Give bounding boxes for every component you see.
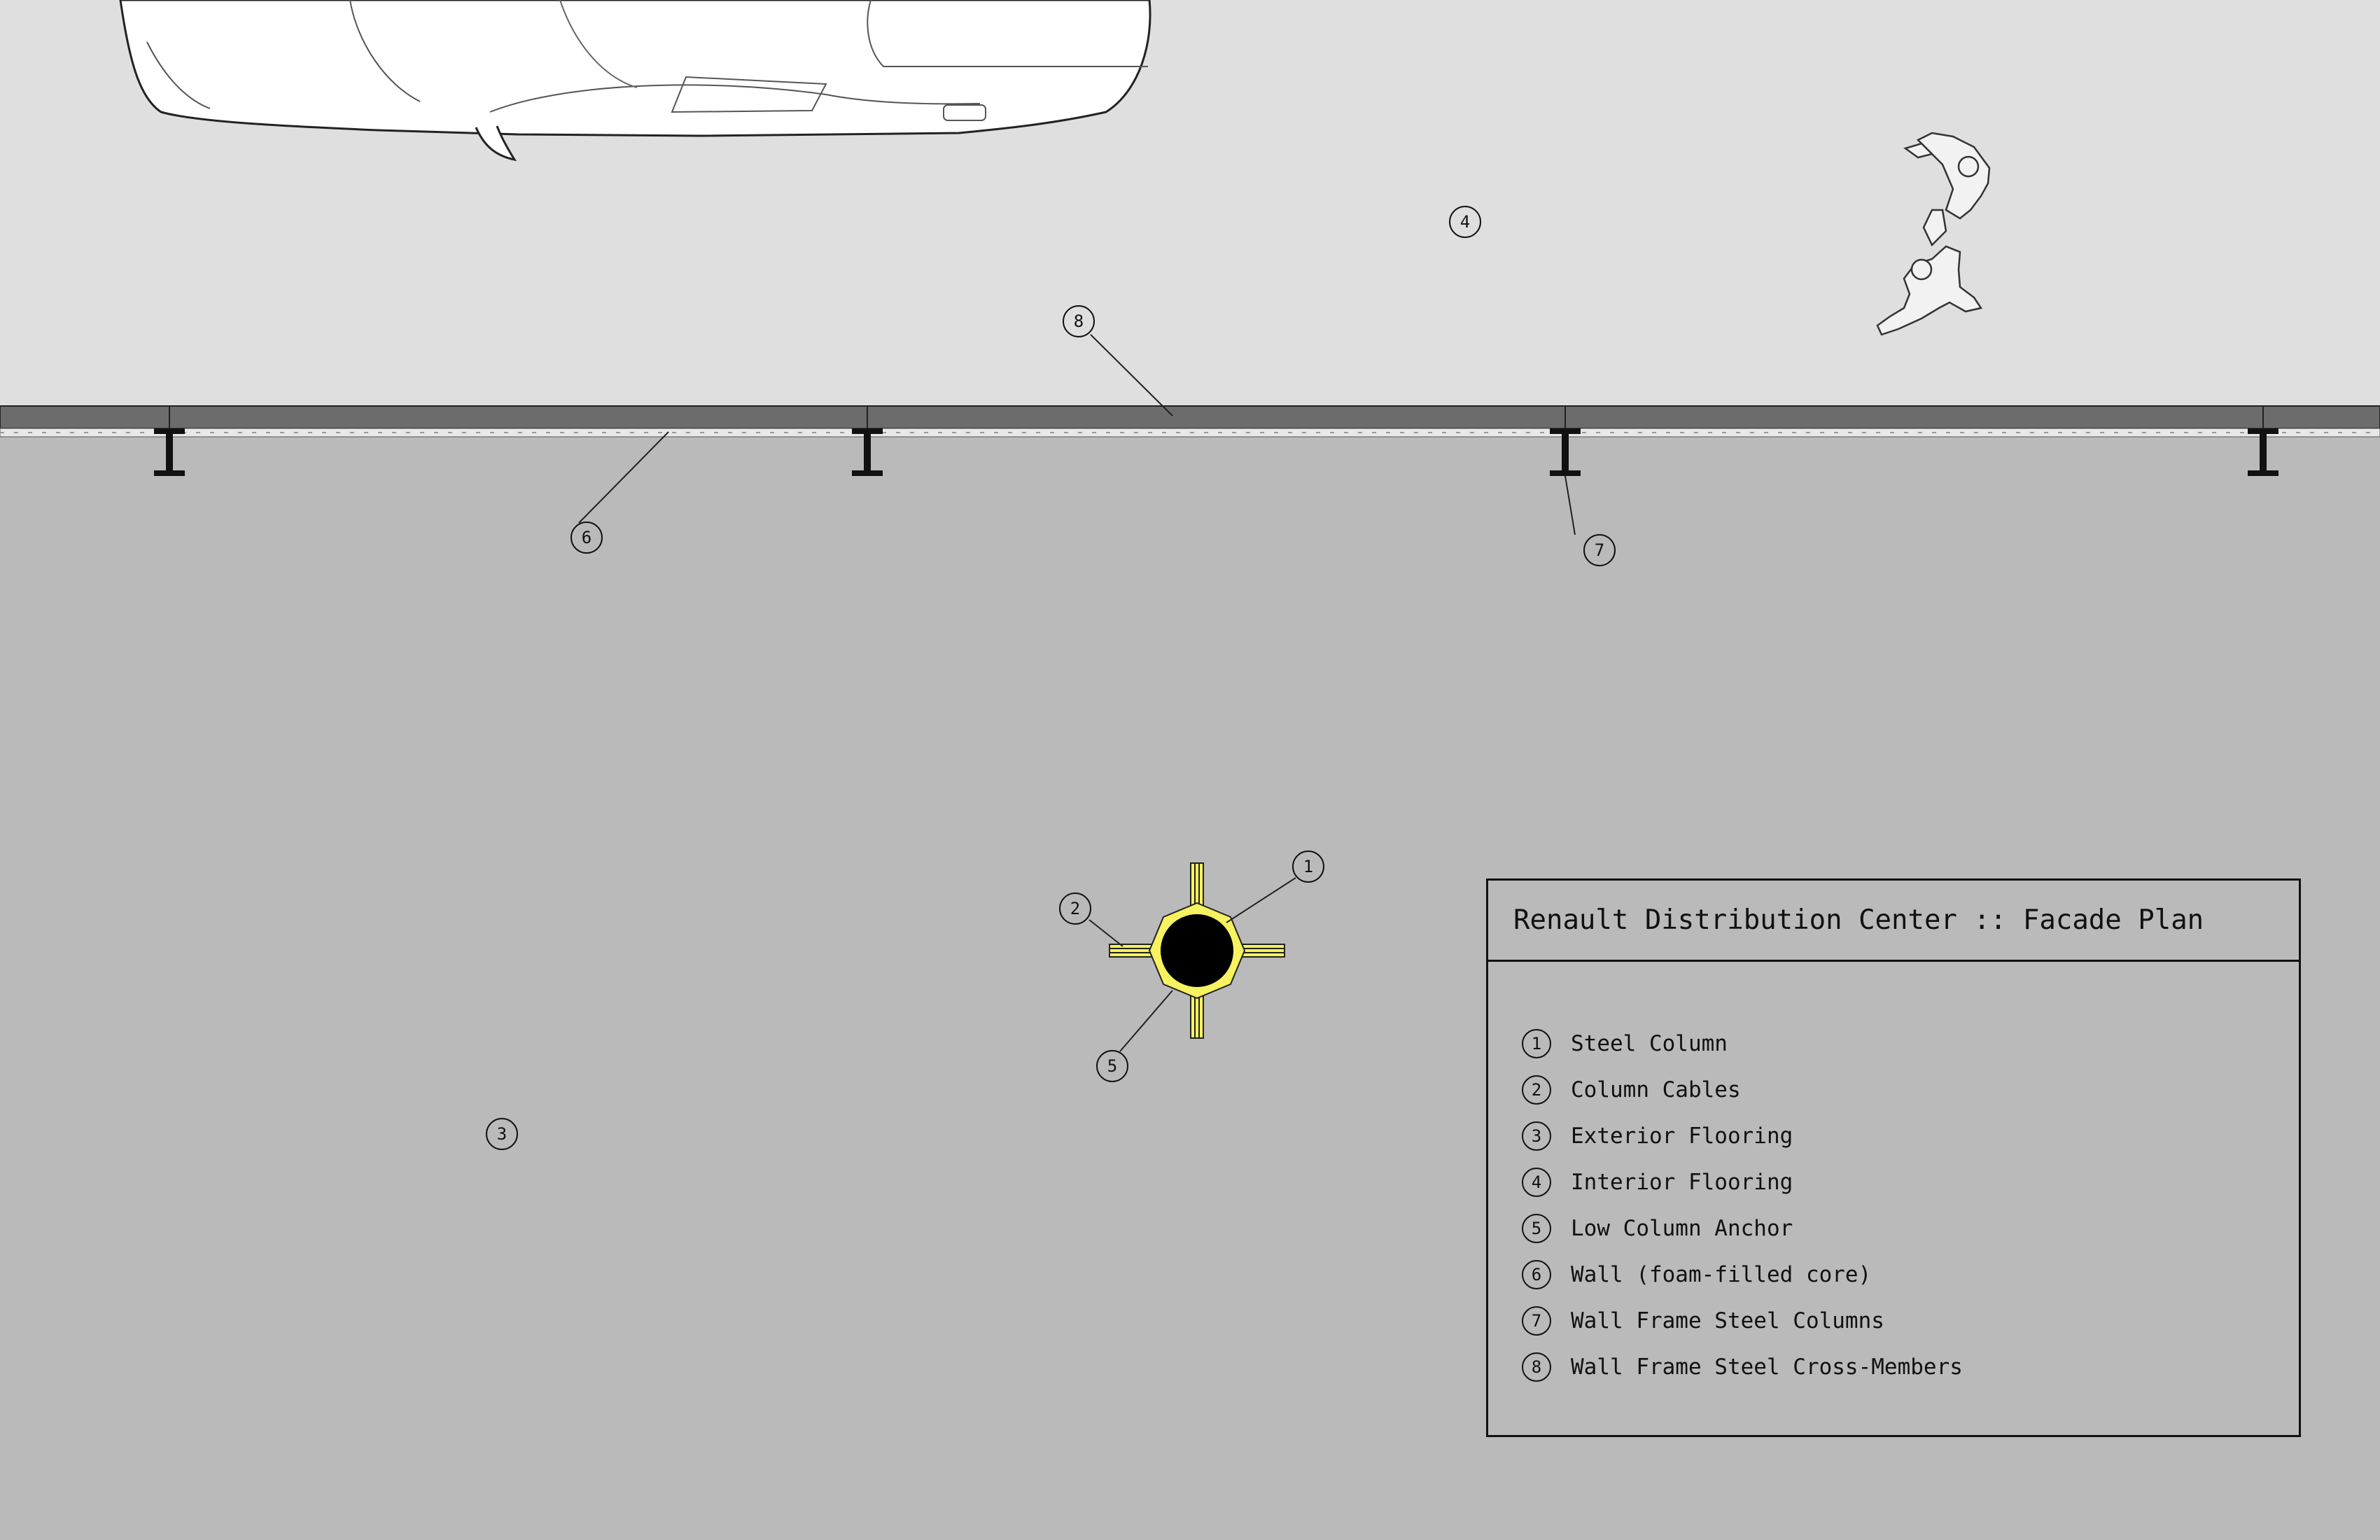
people-figures-icon bbox=[1876, 132, 1991, 336]
legend-number: 2 bbox=[1522, 1075, 1551, 1105]
i-beam-icon bbox=[1550, 406, 1581, 476]
callout-number: 3 bbox=[496, 1124, 507, 1144]
callout-column-cables: 2 bbox=[1059, 892, 1091, 925]
legend-number: 8 bbox=[1522, 1352, 1551, 1382]
i-beam-icon bbox=[154, 406, 185, 476]
callout-number: 4 bbox=[1460, 212, 1471, 232]
legend-label: Interior Flooring bbox=[1571, 1170, 1793, 1195]
callout-number: 8 bbox=[1073, 312, 1084, 331]
legend-item: 8 Wall Frame Steel Cross-Members bbox=[1522, 1344, 1963, 1390]
callout-number: 1 bbox=[1303, 857, 1314, 876]
steel-column-icon bbox=[1109, 862, 1285, 1039]
legend-label: Low Column Anchor bbox=[1571, 1216, 1793, 1241]
legend-title: Renault Distribution Center :: Facade Pl… bbox=[1488, 881, 2299, 962]
legend-item: 6 Wall (foam-filled core) bbox=[1522, 1252, 1963, 1298]
i-beam-icon bbox=[852, 406, 883, 476]
callout-number: 5 bbox=[1107, 1056, 1118, 1076]
legend-number: 6 bbox=[1522, 1260, 1551, 1289]
legend-number: 7 bbox=[1522, 1306, 1551, 1336]
legend-item: 7 Wall Frame Steel Columns bbox=[1522, 1298, 1963, 1344]
legend-label: Wall (foam-filled core) bbox=[1571, 1262, 1872, 1287]
callout-wall-frame-columns: 7 bbox=[1583, 534, 1616, 566]
legend-label: Exterior Flooring bbox=[1571, 1124, 1793, 1149]
legend-number: 3 bbox=[1522, 1121, 1551, 1151]
legend-label: Column Cables bbox=[1571, 1077, 1741, 1102]
i-beam-icon bbox=[2248, 406, 2278, 476]
legend-item: 1 Steel Column bbox=[1522, 1021, 1963, 1067]
callout-interior-flooring: 4 bbox=[1449, 206, 1481, 238]
legend-list: 1 Steel Column 2 Column Cables 3 Exterio… bbox=[1522, 1021, 1963, 1390]
callout-number: 2 bbox=[1070, 899, 1081, 918]
callout-wall-frame-cross-members: 8 bbox=[1063, 305, 1095, 337]
legend-label: Wall Frame Steel Columns bbox=[1571, 1308, 1884, 1334]
legend-item: 2 Column Cables bbox=[1522, 1067, 1963, 1113]
legend-number: 4 bbox=[1522, 1168, 1551, 1197]
callout-low-column-anchor: 5 bbox=[1096, 1050, 1128, 1082]
car-outline-icon bbox=[119, 0, 1152, 162]
callout-steel-column: 1 bbox=[1292, 850, 1324, 883]
callout-exterior-flooring: 3 bbox=[486, 1118, 518, 1150]
legend-item: 3 Exterior Flooring bbox=[1522, 1113, 1963, 1159]
legend-label: Wall Frame Steel Cross-Members bbox=[1571, 1354, 1963, 1380]
legend-label: Steel Column bbox=[1571, 1031, 1728, 1056]
callout-wall: 6 bbox=[570, 522, 603, 554]
legend-number: 1 bbox=[1522, 1029, 1551, 1058]
legend-item: 4 Interior Flooring bbox=[1522, 1159, 1963, 1205]
callout-number: 6 bbox=[581, 528, 592, 547]
legend-item: 5 Low Column Anchor bbox=[1522, 1205, 1963, 1252]
legend-panel: Renault Distribution Center :: Facade Pl… bbox=[1486, 878, 2301, 1437]
facade-wall bbox=[0, 405, 2380, 438]
leader-lines bbox=[578, 334, 1576, 1052]
legend-number: 5 bbox=[1522, 1214, 1551, 1243]
callout-number: 7 bbox=[1594, 540, 1605, 560]
